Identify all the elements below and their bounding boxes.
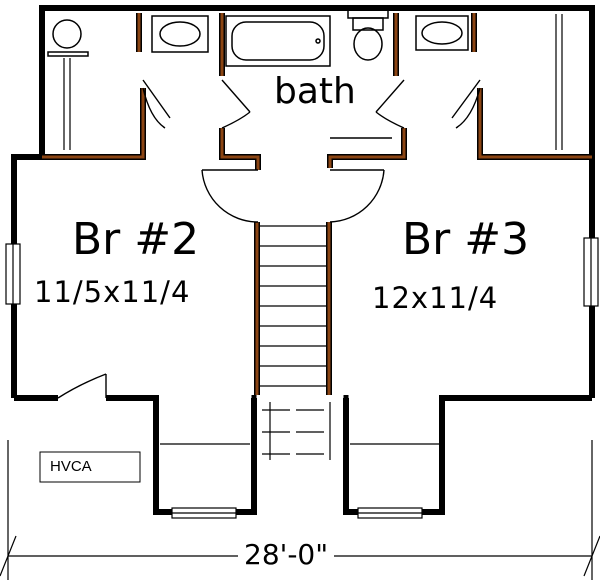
- bath-label: bath: [274, 71, 356, 112]
- overall-dimension: 28'-0": [238, 541, 335, 569]
- closet-shelves: [63, 14, 563, 150]
- br3-size: 12x11/4: [372, 281, 499, 315]
- stair-treads: [260, 225, 326, 387]
- exterior-walls: [11, 5, 595, 515]
- bathtub-icon: [225, 15, 331, 67]
- sink-icon: [151, 15, 469, 53]
- hvca-label: HVCA: [50, 458, 92, 475]
- attic-lines: [160, 402, 440, 460]
- closet-doors: [142, 79, 481, 129]
- br2-size: 11/5x11/4: [34, 275, 191, 309]
- windows: [5, 237, 599, 519]
- hvca-box: [39, 451, 141, 483]
- toilet-icon: [347, 5, 389, 61]
- stair-walls: [251, 395, 349, 398]
- br2-label: Br #2: [72, 214, 200, 265]
- hall-doors: [201, 137, 392, 223]
- br3-label: Br #3: [402, 214, 530, 265]
- attic-door: [57, 373, 107, 399]
- interior-wall-trim: [42, 13, 592, 395]
- water-heater-icon: [47, 19, 89, 57]
